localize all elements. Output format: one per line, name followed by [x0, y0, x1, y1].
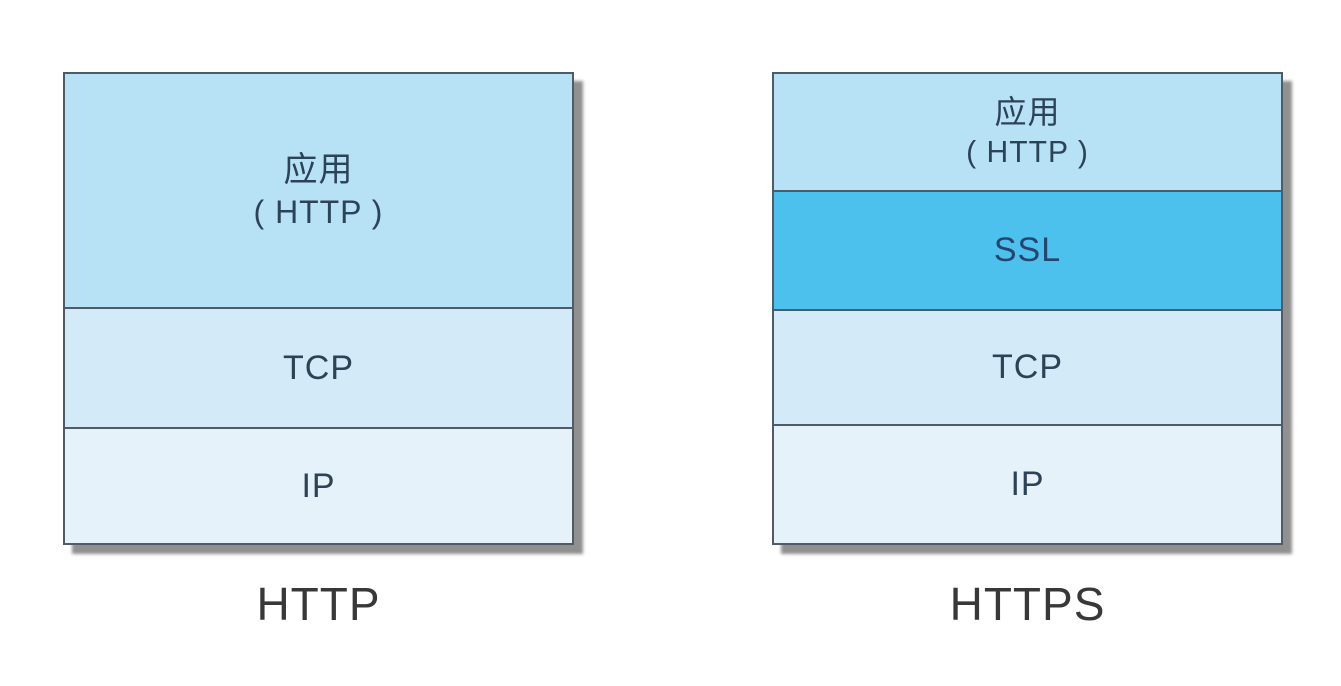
http-application-layer: 应用 ( HTTP ) [65, 74, 572, 307]
http-tcp-layer: TCP [65, 307, 572, 427]
https-tcp-layer: TCP [774, 309, 1281, 424]
application-layer-label: 应用 [283, 150, 354, 189]
https-application-layer: 应用 ( HTTP ) [774, 74, 1281, 190]
http-stack-caption: HTTP [256, 578, 381, 630]
https-ip-layer: IP [774, 424, 1281, 543]
https-stack-box: 应用 ( HTTP ) SSL TCP IP [772, 72, 1283, 545]
https-stack-caption: HTTPS [949, 578, 1106, 630]
application-layer-protocol: ( HTTP ) [966, 136, 1089, 170]
https-ssl-layer: SSL [774, 190, 1281, 309]
application-layer-protocol: ( HTTP ) [253, 193, 384, 230]
application-layer-label: 应用 [994, 93, 1061, 130]
http-protocol-stack: 应用 ( HTTP ) TCP IP HTTP [63, 72, 574, 631]
http-stack-box: 应用 ( HTTP ) TCP IP [63, 72, 574, 545]
https-protocol-stack: 应用 ( HTTP ) SSL TCP IP HTTPS [772, 72, 1283, 631]
http-ip-layer: IP [65, 427, 572, 543]
